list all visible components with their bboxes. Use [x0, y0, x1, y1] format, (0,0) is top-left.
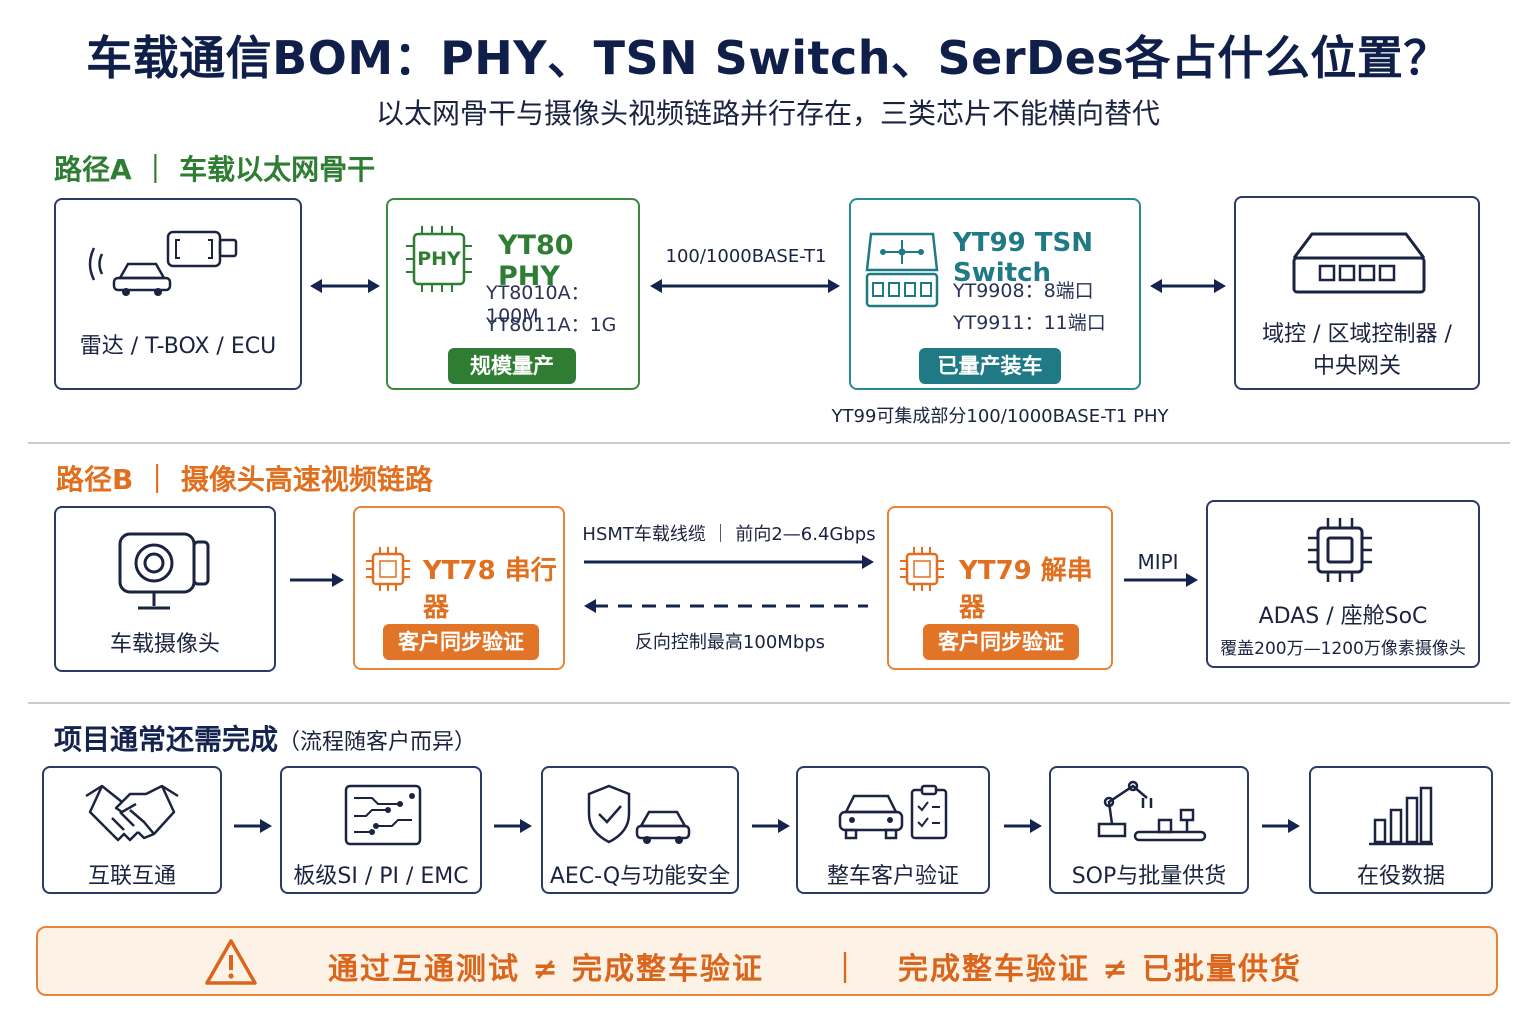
arrow-b1 — [290, 573, 344, 587]
camera-icon — [118, 532, 210, 610]
deserializer-status-badge: 客户同步验证 — [923, 624, 1079, 660]
deserializer-box: YT79 解串器 客户同步验证 — [887, 506, 1113, 670]
circuit-board-icon — [344, 784, 422, 846]
robot-arm-icon — [1097, 780, 1207, 842]
process-arrow-3 — [752, 819, 790, 833]
bidir-arrow-a1 — [310, 279, 380, 293]
switch-spec-2: YT9911：11端口 — [953, 312, 1106, 334]
soc-note: 覆盖200万—1200万像素摄像头 — [1220, 639, 1466, 659]
process-step-4-label: 整车客户验证 — [826, 864, 959, 889]
bidir-arrow-a2 — [650, 279, 840, 293]
process-heading-note: （流程随客户而异） — [278, 730, 477, 755]
switch-icon — [865, 232, 939, 308]
phy-chip-icon — [406, 226, 472, 292]
process-step-1-label: 互联互通 — [87, 864, 176, 889]
process-step-5: SOP与批量供货 — [1049, 766, 1249, 894]
domain-controller-label-1: 域控 / 区域控制器 / — [1262, 322, 1452, 347]
warning-part-1: 通过互通测试 ≠ 完成整车验证 — [328, 952, 765, 987]
process-step-1: 互联互通 — [42, 766, 222, 894]
warning-banner: 通过互通测试 ≠ 完成整车验证 ｜ 完成整车验证 ≠ 已批量供货 — [36, 926, 1498, 996]
page-title: 车载通信BOM：PHY、TSN Switch、SerDes各占什么位置？ — [86, 31, 1450, 85]
reverse-arrow — [584, 599, 868, 613]
mipi-label: MIPI — [1137, 550, 1179, 574]
phy-box: PHY YT80 PHY YT8010A：100M YT8011A：1G 规模量… — [386, 198, 640, 390]
process-step-6: 在役数据 — [1309, 766, 1493, 894]
serializer-name: YT78 串行器 — [423, 556, 557, 623]
process-step-3: AEC-Q与功能安全 — [541, 766, 739, 894]
mipi-arrow — [1124, 573, 1198, 587]
domain-controller-box: 域控 / 区域控制器 / 中央网关 — [1234, 196, 1480, 390]
process-step-3-label: AEC-Q与功能安全 — [549, 864, 731, 889]
tsn-switch-box: YT99 TSN Switch YT9908：8端口 YT9911：11端口 已… — [849, 198, 1141, 390]
switch-name: YT99 TSN Switch — [953, 228, 1094, 288]
process-arrow-5 — [1262, 819, 1300, 833]
process-heading-wrap: 项目通常还需完成（流程随客户而异） — [54, 718, 476, 758]
reverse-link-label: 反向控制最高100Mbps — [634, 632, 826, 653]
deserializer-chip-icon — [900, 547, 944, 591]
car-checklist-icon — [838, 784, 948, 840]
process-step-5-label: SOP与批量供货 — [1071, 864, 1227, 889]
handshake-icon — [85, 784, 179, 842]
path-a-source-label: 雷达 / T-BOX / ECU — [79, 334, 277, 359]
soc-label: ADAS / 座舱SoC — [1258, 604, 1428, 629]
warning-separator: ｜ — [830, 952, 862, 987]
path-a-link-label: 100/1000BASE-T1 — [665, 246, 827, 267]
process-arrow-1 — [234, 819, 272, 833]
phy-spec-2: YT8011A：1G — [486, 314, 617, 336]
bidir-arrow-a3 — [1150, 279, 1226, 293]
serializer-box: YT78 串行器 客户同步验证 — [353, 506, 565, 670]
process-step-6-label: 在役数据 — [1356, 864, 1445, 889]
camera-label: 车载摄像头 — [109, 632, 220, 657]
camera-box: 车载摄像头 — [54, 506, 276, 672]
forward-arrow — [584, 555, 874, 569]
soc-chip-icon — [1308, 518, 1372, 582]
serializer-chip-icon — [366, 547, 410, 591]
process-arrow-2 — [494, 819, 532, 833]
warning-part-2: 完成整车验证 ≠ 已批量供货 — [898, 952, 1303, 987]
bar-chart-icon — [1369, 786, 1433, 846]
phy-spec-1: YT8010A：100M — [486, 282, 590, 327]
section-divider-1 — [28, 442, 1510, 444]
serializer-status-badge: 客户同步验证 — [383, 624, 539, 660]
radar-car-icon — [88, 230, 238, 296]
process-arrow-4 — [1004, 819, 1042, 833]
controller-unit-icon — [1292, 232, 1426, 294]
page-subtitle: 以太网骨干与摄像头视频链路并行存在，三类芯片不能横向替代 — [375, 97, 1160, 130]
shield-car-icon — [587, 784, 691, 844]
process-step-2-label: 板级SI / PI / EMC — [293, 864, 469, 889]
process-heading: 项目通常还需完成 — [54, 723, 279, 756]
switch-spec-1: YT9908：8端口 — [953, 280, 1094, 302]
domain-controller-label-2: 中央网关 — [1312, 354, 1401, 379]
warning-triangle-icon — [205, 939, 257, 985]
process-step-2: 板级SI / PI / EMC — [280, 766, 482, 894]
deserializer-name: YT79 解串器 — [959, 556, 1093, 623]
phy-name: YT80 PHY — [498, 230, 574, 292]
path-b-heading: 路径B ｜ 摄像头高速视频链路 — [56, 463, 433, 496]
soc-box: ADAS / 座舱SoC 覆盖200万—1200万像素摄像头 — [1206, 500, 1480, 668]
process-step-4: 整车客户验证 — [796, 766, 990, 894]
phy-status-badge: 规模量产 — [448, 348, 576, 384]
forward-link-label: HSMT车载线缆 ｜ 前向2—6.4Gbps — [582, 524, 876, 545]
path-a-heading: 路径A ｜ 车载以太网骨干 — [54, 153, 376, 186]
switch-note: YT99可集成部分100/1000BASE-T1 PHY — [831, 406, 1169, 427]
switch-status-badge: 已量产装车 — [919, 348, 1061, 384]
path-a-source-box: 雷达 / T-BOX / ECU — [54, 198, 302, 390]
phy-chip-text: PHY — [417, 248, 461, 270]
section-divider-2 — [28, 702, 1510, 704]
